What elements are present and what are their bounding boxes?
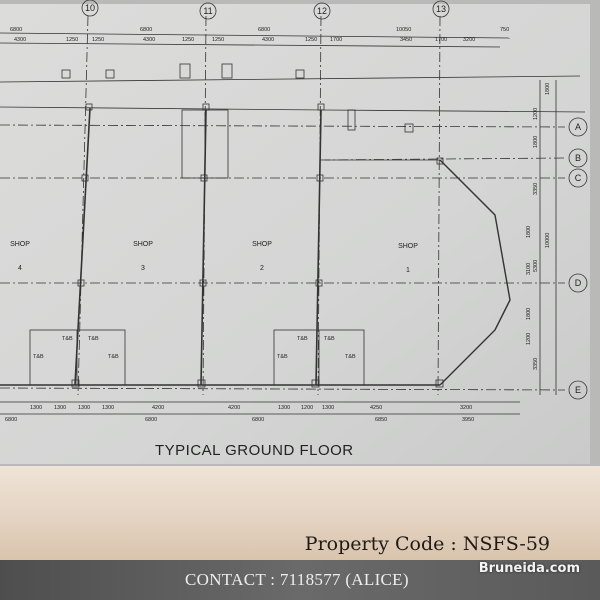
- dimension-label: 6800: [140, 27, 152, 33]
- dimension-label: 4250: [370, 405, 382, 411]
- grid-column-labels: 10 11 12 13: [85, 3, 446, 16]
- toilet-label: T&B: [33, 354, 44, 360]
- grid-label-e: E: [575, 385, 581, 395]
- dimension-label: 1250: [212, 37, 224, 43]
- grid-label-13: 13: [436, 4, 446, 14]
- grid-label-c: C: [575, 173, 582, 183]
- dimension-label: 4200: [152, 405, 164, 411]
- contact-bar: [0, 560, 600, 600]
- dimension-label: 3450: [400, 37, 412, 43]
- shop-3-number: 3: [141, 265, 145, 272]
- dimension-label: 6800: [10, 27, 22, 33]
- shop-4-number: 4: [18, 265, 22, 272]
- bottom-dimensions-row-2: 6800 6800 6800 6850 3950: [5, 417, 474, 423]
- dimension-label: 1300: [54, 405, 66, 411]
- toilet-label: T&B: [277, 354, 288, 360]
- dimension-label: 1200: [301, 405, 313, 411]
- dimension-label: 5300: [533, 260, 539, 272]
- dimension-label: 4200: [228, 405, 240, 411]
- dimension-label: 1300: [30, 405, 42, 411]
- contact-info: CONTACT : 7118577 (ALICE): [185, 570, 409, 589]
- dimension-label: 3200: [460, 405, 472, 411]
- dimension-label: 1200: [533, 108, 539, 120]
- dimension-label: 1800: [533, 136, 539, 148]
- toilet-label: T&B: [88, 336, 99, 342]
- toilet-label: T&B: [62, 336, 73, 342]
- shop-1-number: 1: [406, 267, 410, 274]
- dimension-label: 1300: [102, 405, 114, 411]
- dimension-label: 1200: [526, 333, 532, 345]
- grid-label-12: 12: [317, 6, 327, 16]
- dimension-label: 6850: [375, 417, 387, 423]
- dimension-label: 1250: [66, 37, 78, 43]
- toilet-labels: T&B T&B T&B T&B T&B T&B T&B T&B: [33, 336, 356, 360]
- dimension-label: 3200: [463, 37, 475, 43]
- dimension-label: 10000: [545, 233, 551, 248]
- toilet-label: T&B: [108, 354, 119, 360]
- dimension-label: 1250: [305, 37, 317, 43]
- dimension-label: 1800: [526, 226, 532, 238]
- dimension-label: 6800: [252, 417, 264, 423]
- grid-label-a: A: [575, 122, 581, 132]
- dimension-label: 1700: [330, 37, 342, 43]
- shop-4-label: SHOP: [10, 241, 30, 248]
- grid-row-labels: A B C D E: [575, 122, 582, 395]
- dimension-label: 3100: [526, 263, 532, 275]
- grid-label-d: D: [575, 278, 582, 288]
- dimension-label: 1250: [182, 37, 194, 43]
- dimension-label: 1300: [78, 405, 90, 411]
- drawing-title: TYPICAL GROUND FLOOR: [155, 442, 354, 459]
- dimension-label: 4300: [262, 37, 274, 43]
- grid-label-b: B: [575, 153, 581, 163]
- watermark-logo: Bruneida.com: [478, 561, 580, 576]
- floor-plan-drawing: 10 11 12 13 A B C D E SHOP 4 SHOP 3 SHOP…: [0, 0, 600, 466]
- top-dimensions-row-2: 4300 1250 1250 4300 1250 1250 4300 1250 1700 3450…: [14, 37, 475, 43]
- property-code: Property Code : NSFS-59: [304, 533, 550, 555]
- shop-2-label: SHOP: [252, 241, 272, 248]
- dimension-label: 1800: [526, 308, 532, 320]
- dimension-label: 3950: [462, 417, 474, 423]
- dimension-label: 1700: [435, 37, 447, 43]
- dimension-label: 3350: [533, 183, 539, 195]
- grid-label-11: 11: [203, 6, 212, 16]
- dimension-label: 1250: [92, 37, 104, 43]
- bottom-dimensions-row-1: 1300 1300 1300 1300 4200 4200 1300 1200 1300 4250…: [30, 405, 472, 411]
- toilet-label: T&B: [345, 354, 356, 360]
- dimension-label: 4300: [14, 37, 26, 43]
- toilet-label: T&B: [297, 336, 308, 342]
- dimension-label: 1800: [545, 83, 551, 95]
- caption-band: [0, 466, 600, 560]
- dimension-label: 4300: [143, 37, 155, 43]
- shop-2-number: 2: [260, 265, 264, 272]
- top-dimensions-row-1: 6800 6800 6800 10050 750: [10, 27, 509, 33]
- dimension-label: 1300: [322, 405, 334, 411]
- dimension-label: 6800: [145, 417, 157, 423]
- dimension-label: 1300: [278, 405, 290, 411]
- toilet-label: T&B: [324, 336, 335, 342]
- shop-1-label: SHOP: [398, 243, 418, 250]
- grid-label-10: 10: [85, 3, 95, 13]
- dimension-label: 750: [500, 27, 509, 33]
- dimension-label: 3350: [533, 358, 539, 370]
- shop-3-label: SHOP: [133, 241, 153, 248]
- dimension-label: 6800: [258, 27, 270, 33]
- dimension-label: 10050: [396, 27, 411, 33]
- dimension-label: 6800: [5, 417, 17, 423]
- shop-labels: SHOP 4 SHOP 3 SHOP 2 SHOP 1: [10, 241, 418, 274]
